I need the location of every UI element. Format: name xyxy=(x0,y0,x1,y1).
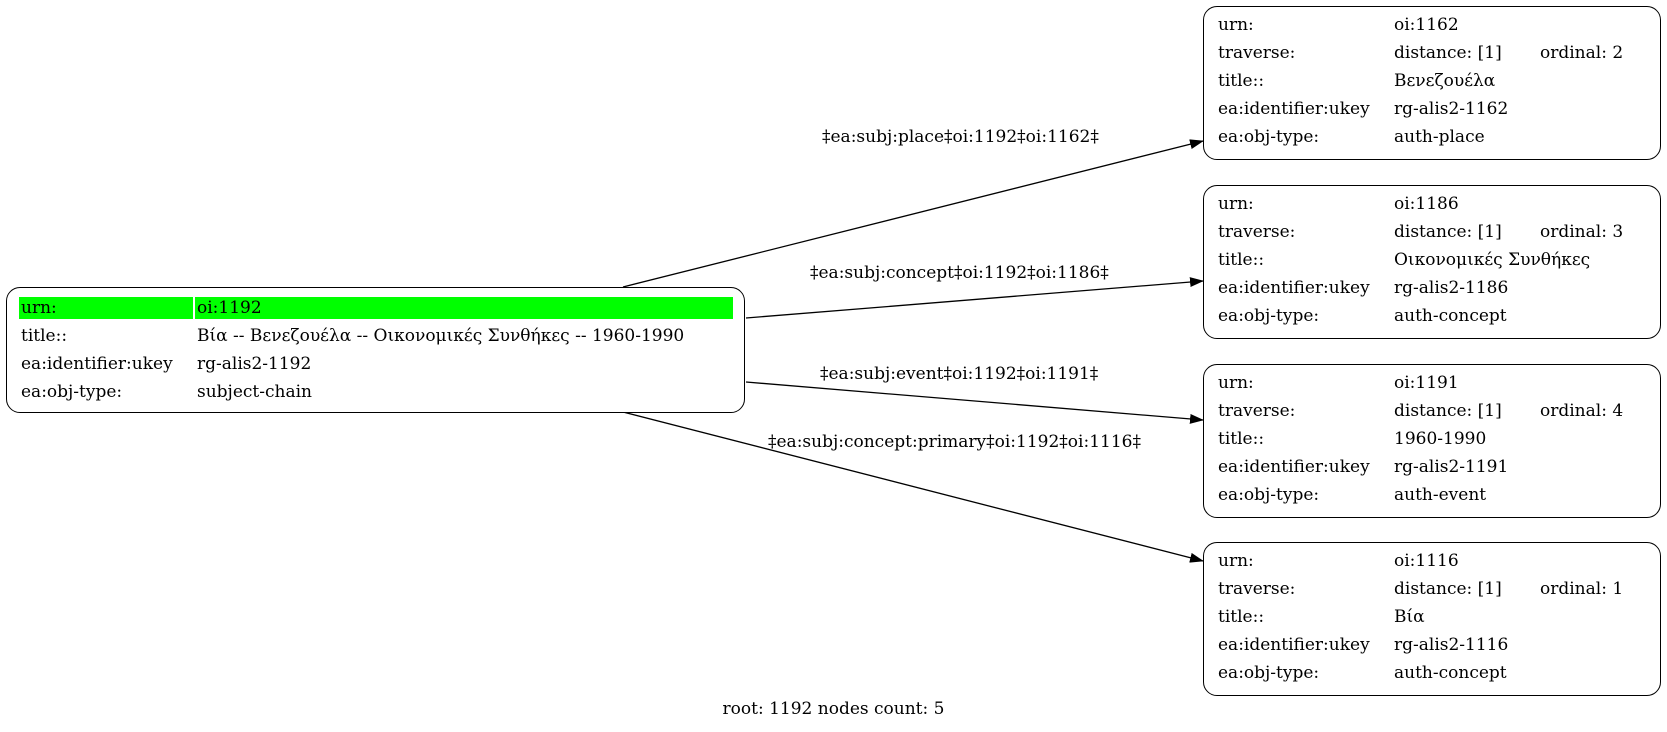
child-urn-value: oi:1186 xyxy=(1394,194,1459,214)
child-ordinal: ordinal: 2 xyxy=(1540,43,1624,63)
child-type-label: ea:obj-type: xyxy=(1218,663,1320,683)
root-title-label: title:: xyxy=(21,326,68,346)
child-distance: distance: [1] xyxy=(1394,222,1502,242)
child-node-1191[interactable]: urn: oi:1191 traverse: distance: [1] ord… xyxy=(1203,364,1661,518)
edge-arrow-event xyxy=(745,381,1204,424)
child-urn-label: urn: xyxy=(1218,194,1254,214)
child-traverse-label: traverse: xyxy=(1218,43,1296,63)
child-distance: distance: [1] xyxy=(1394,401,1502,421)
child-title-label: title:: xyxy=(1218,71,1265,91)
edge-arrow-place xyxy=(622,139,1204,288)
child-type-value: auth-event xyxy=(1394,485,1487,505)
child-ukey-label: ea:identifier:ukey xyxy=(1218,99,1370,119)
root-node[interactable]: urn: oi:1192 title:: Βία -- Βενεζουέλα -… xyxy=(6,287,745,413)
edge-arrow-concept xyxy=(745,277,1204,319)
edge-label-concept: ‡ea:subj:concept‡oi:1192‡oi:1186‡ xyxy=(810,263,1109,283)
child-title-label: title:: xyxy=(1218,250,1265,270)
child-title-label: title:: xyxy=(1218,429,1265,449)
edge-label-place: ‡ea:subj:place‡oi:1192‡oi:1162‡ xyxy=(822,127,1099,147)
child-distance: distance: [1] xyxy=(1394,43,1502,63)
child-traverse-label: traverse: xyxy=(1218,579,1296,599)
child-urn-label: urn: xyxy=(1218,373,1254,393)
edge-label-event: ‡ea:subj:event‡oi:1192‡oi:1191‡ xyxy=(820,364,1099,384)
child-urn-label: urn: xyxy=(1218,15,1254,35)
root-type-value: subject-chain xyxy=(197,382,312,402)
child-urn-value: oi:1191 xyxy=(1394,373,1459,393)
child-ukey-value: rg-alis2-1186 xyxy=(1394,278,1509,298)
child-type-value: auth-place xyxy=(1394,127,1485,147)
root-urn-label: urn: xyxy=(19,297,193,319)
child-title-value: Βενεζουέλα xyxy=(1394,71,1496,91)
child-ordinal: ordinal: 3 xyxy=(1540,222,1624,242)
child-ordinal: ordinal: 4 xyxy=(1540,401,1624,421)
root-urn-value: oi:1192 xyxy=(195,297,733,319)
child-urn-value: oi:1162 xyxy=(1394,15,1459,35)
child-traverse-label: traverse: xyxy=(1218,222,1296,242)
child-ukey-label: ea:identifier:ukey xyxy=(1218,278,1370,298)
edge-arrow-concept-primary xyxy=(622,411,1204,563)
child-distance: distance: [1] xyxy=(1394,579,1502,599)
root-title-value: Βία -- Βενεζουέλα -- Οικονομικές Συνθήκε… xyxy=(197,326,685,346)
child-title-value: 1960-1990 xyxy=(1394,429,1487,449)
child-type-value: auth-concept xyxy=(1394,306,1507,326)
edge-label-concept-primary: ‡ea:subj:concept:primary‡oi:1192‡oi:1116… xyxy=(768,432,1141,452)
root-ukey-label: ea:identifier:ukey xyxy=(21,354,173,374)
child-type-label: ea:obj-type: xyxy=(1218,485,1320,505)
child-node-1186[interactable]: urn: oi:1186 traverse: distance: [1] ord… xyxy=(1203,185,1661,339)
child-ukey-value: rg-alis2-1162 xyxy=(1394,99,1509,119)
child-ordinal: ordinal: 1 xyxy=(1540,579,1624,599)
child-ukey-value: rg-alis2-1191 xyxy=(1394,457,1509,477)
child-title-label: title:: xyxy=(1218,607,1265,627)
child-urn-value: oi:1116 xyxy=(1394,551,1459,571)
child-type-label: ea:obj-type: xyxy=(1218,306,1320,326)
child-ukey-label: ea:identifier:ukey xyxy=(1218,457,1370,477)
root-ukey-value: rg-alis2-1192 xyxy=(197,354,312,374)
root-type-label: ea:obj-type: xyxy=(21,382,123,402)
child-type-value: auth-concept xyxy=(1394,663,1507,683)
child-urn-label: urn: xyxy=(1218,551,1254,571)
graph-footer: root: 1192 nodes count: 5 xyxy=(722,699,945,719)
child-type-label: ea:obj-type: xyxy=(1218,127,1320,147)
child-node-1116[interactable]: urn: oi:1116 traverse: distance: [1] ord… xyxy=(1203,542,1661,696)
child-traverse-label: traverse: xyxy=(1218,401,1296,421)
child-ukey-value: rg-alis2-1116 xyxy=(1394,635,1509,655)
child-ukey-label: ea:identifier:ukey xyxy=(1218,635,1370,655)
child-title-value: Οικονομικές Συνθήκες xyxy=(1394,250,1591,270)
child-node-1162[interactable]: urn: oi:1162 traverse: distance: [1] ord… xyxy=(1203,6,1661,160)
child-title-value: Βία xyxy=(1394,607,1425,627)
